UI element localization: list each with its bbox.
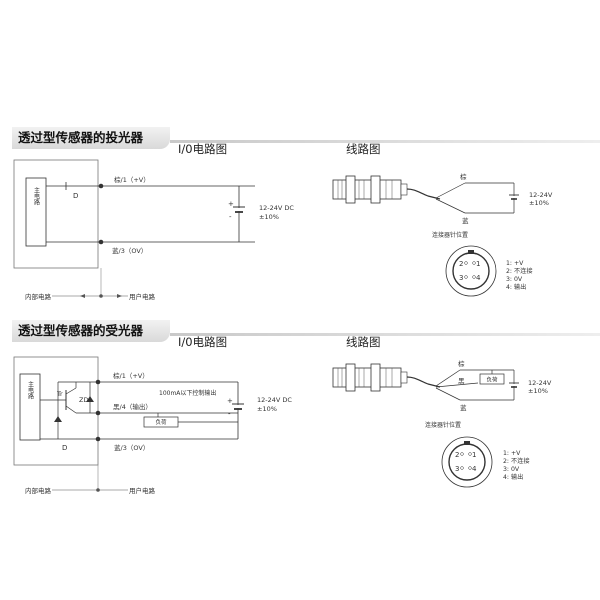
w-supply-label: 12-24V [529, 191, 553, 199]
pin-3: 3: 0V [506, 276, 523, 283]
header-rule [170, 333, 600, 336]
pin-1: 1: +V [506, 260, 524, 267]
brown-wire-label: 棕/1（+V） [113, 371, 149, 380]
connector-pin-icon: 2 1 3 4 [445, 245, 497, 297]
boundary-dot [96, 488, 100, 492]
emitter-title: 透过型传感器的投光器 [12, 127, 170, 149]
battery-plus: + [228, 200, 234, 208]
zener-diode-icon [86, 396, 94, 402]
tr-label: Tr [56, 390, 63, 398]
receiver-section: 透过型传感器的受光器 I/0电路图 线路图 主电路 Tr ZD D 棕/1 [0, 310, 600, 600]
w-battery-gap [512, 384, 516, 386]
w-supply-label: 12-24V [528, 379, 552, 387]
tolerance-label: ±10% [259, 213, 279, 221]
black-wire-label: 黑/4（输出） [113, 402, 152, 411]
battery-gap [236, 405, 240, 408]
boundary-dot [99, 294, 103, 298]
receiver-title: 透过型传感器的受光器 [12, 320, 170, 342]
terminal-bottom [95, 436, 101, 442]
pin-position-label: 连接器针位置 [432, 231, 468, 239]
emitter-io-circuit: 主电路 D 棕/1（+V） 蓝/3（OV） + - 12-24V DC ±10%… [13, 159, 553, 301]
emitter-sensor-icon [332, 175, 408, 204]
battery-minus: - [229, 213, 232, 221]
receiver-io-circuit: 主电路 Tr ZD D 棕/1（+V） 黑/4（输出） 蓝/3（OV） 100m… [13, 356, 552, 495]
battery-plus: + [227, 397, 233, 405]
blue-wire-label: 蓝/3（OV） [112, 246, 147, 255]
user-label: 用户电路 [129, 292, 156, 301]
battery-gap [237, 208, 241, 211]
pin-4: 4: 输出 [503, 473, 523, 481]
w-load-box [479, 373, 505, 385]
diode-label: D [73, 192, 78, 200]
pin-3: 3: 0V [503, 466, 520, 473]
tolerance-label: ±10% [257, 405, 277, 413]
wire-brown-line [435, 369, 461, 387]
pin-1: 1: +V [503, 450, 521, 457]
svg-text:3: 3 [459, 274, 463, 282]
pin-2: 2: 不连接 [503, 457, 530, 465]
zd-label: ZD [79, 396, 88, 404]
main-circuit-block [19, 373, 41, 441]
svg-text:2: 2 [459, 260, 463, 268]
emitter-wiring-title: 线路图 [346, 142, 381, 156]
svg-text:2: 2 [455, 451, 459, 459]
w-tol-label: ±10% [529, 199, 549, 207]
w-brown-label: 棕 [460, 172, 467, 181]
terminal-bottom [98, 239, 104, 245]
w-battery-gap [512, 196, 516, 198]
w-load-label: 负荷 [486, 376, 498, 384]
wire-blue-line [435, 387, 461, 401]
w-tol-label: ±10% [528, 387, 548, 395]
header-rule [170, 140, 600, 143]
internal-label: 内部电路 [25, 486, 52, 495]
receiver-header: 透过型传感器的受光器 [12, 320, 600, 342]
supply-label: 12-24V DC [257, 396, 292, 404]
diode-icon [54, 416, 62, 422]
w-brown-label: 棕 [458, 359, 465, 368]
supply-label: 12-24V DC [259, 204, 294, 212]
emitter-header: 透过型传感器的投光器 [12, 127, 600, 149]
brown-wire-label: 棕/1（+V） [114, 175, 150, 184]
svg-text:3: 3 [455, 465, 459, 473]
receiver-wiring-title: 线路图 [346, 335, 381, 349]
terminal-top [95, 379, 101, 385]
svg-text:1: 1 [476, 260, 480, 268]
transistor-emitter [65, 405, 77, 414]
svg-text:4: 4 [476, 274, 481, 282]
pin-4: 4: 输出 [506, 283, 526, 291]
receiver-cable [406, 376, 441, 388]
limit-label: 100mA以下控制输出 [159, 389, 216, 397]
pin-position-label: 连接器针位置 [425, 421, 461, 429]
w-blue-label: 蓝 [460, 403, 467, 412]
battery-minus: - [228, 410, 231, 418]
svg-text:4: 4 [472, 465, 477, 473]
internal-label: 内部电路 [25, 292, 52, 301]
terminal-output [95, 410, 101, 416]
arrow-left-icon [80, 294, 85, 298]
diode-label: D [62, 444, 67, 452]
internal-circuit-box [13, 159, 99, 269]
user-label: 用户电路 [129, 486, 156, 495]
svg-text:1: 1 [472, 451, 476, 459]
w-blue-label: 蓝 [462, 216, 469, 225]
main-circuit-label: 主电路 [33, 186, 40, 206]
wire-brown-line [435, 182, 466, 199]
emitter-section: 透过型传感器的投光器 I/0电路图 线路图 主电路 D 棕/1（+V） 蓝/3（… [12, 127, 600, 301]
emitter-io-title: I/0电路图 [178, 142, 228, 156]
load-label: 负荷 [155, 418, 167, 426]
transistor-collector [65, 387, 77, 395]
receiver-sensor-icon [332, 363, 408, 392]
main-circuit-block [25, 177, 47, 247]
blue-wire-label: 蓝/3（OV） [114, 443, 149, 452]
main-circuit-label: 主电路 [27, 380, 34, 400]
arrow-right-icon [117, 294, 122, 298]
terminal-top [98, 183, 104, 189]
connector-pin-icon: 2 1 3 4 [441, 436, 493, 488]
pin-2: 2: 不连接 [506, 267, 533, 275]
w-black-label: 黑 [458, 377, 465, 385]
emitter-cable [406, 188, 441, 200]
wire-black-line [435, 382, 479, 388]
receiver-io-title: I/0电路图 [178, 335, 228, 349]
wire-blue-line [435, 198, 466, 214]
